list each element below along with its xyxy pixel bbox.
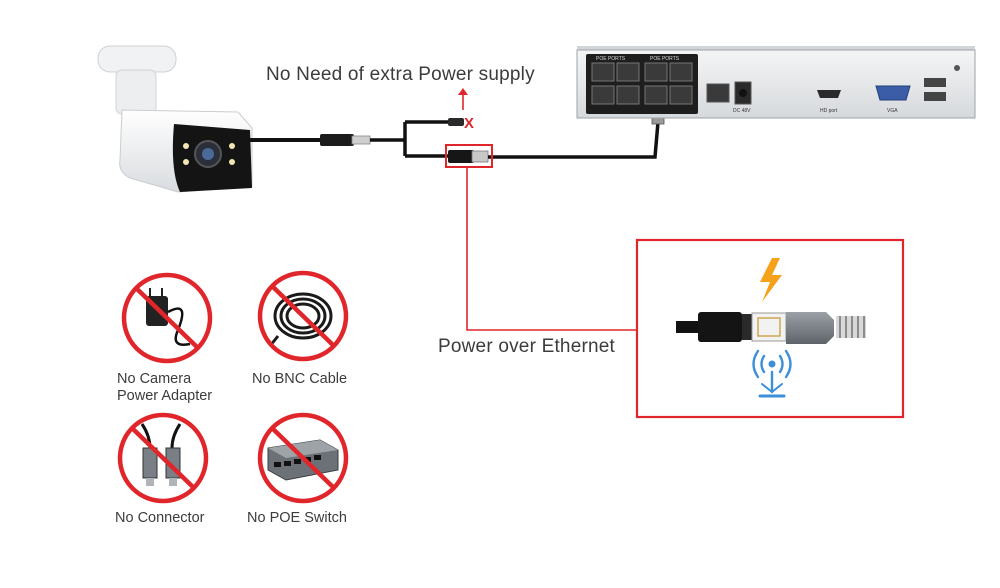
leader-line bbox=[466, 167, 637, 331]
arrow-up-icon bbox=[458, 88, 468, 95]
hdmi-label: HD port bbox=[820, 108, 838, 114]
poe-label: Power over Ethernet bbox=[438, 336, 615, 357]
cable-end bbox=[676, 321, 698, 333]
prohibited-label-bnc-cable: No BNC Cable bbox=[252, 371, 348, 387]
vga-port bbox=[875, 85, 911, 101]
nvr-recorder: POE PORTS POE PORTS DC 48V HD port VGA bbox=[576, 46, 976, 119]
dc-jack-icon bbox=[448, 118, 464, 126]
power-adapter-icon bbox=[121, 272, 213, 364]
cross-icon: X bbox=[464, 115, 474, 132]
dc-label: DC 48V bbox=[733, 108, 751, 114]
usb-port bbox=[924, 92, 946, 101]
hdmi-port bbox=[817, 90, 841, 98]
vga-label: VGA bbox=[887, 108, 898, 114]
rj45-jack-icon bbox=[751, 312, 787, 342]
prohibited-label-poe-switch: No POE Switch bbox=[247, 510, 347, 526]
bnc-connector-icon bbox=[117, 412, 209, 504]
cable-coil-icon bbox=[257, 270, 349, 362]
coupler-highlight bbox=[445, 144, 493, 168]
lan-port bbox=[706, 83, 730, 103]
poe-ports-label: POE PORTS bbox=[650, 56, 680, 62]
poe-port-group bbox=[591, 62, 693, 105]
usb-port bbox=[924, 78, 946, 87]
poe-ports-label: POE PORTS bbox=[596, 56, 626, 62]
prohibited-label-connector: No Connector bbox=[115, 510, 205, 526]
rj45-plug-icon bbox=[786, 312, 834, 344]
no-power-marker: X bbox=[458, 88, 474, 132]
poe-switch-icon bbox=[257, 412, 349, 504]
lightning-bolt-icon bbox=[760, 258, 782, 302]
top-note: No Need of extra Power supply bbox=[266, 64, 535, 85]
network-signal-icon bbox=[752, 349, 792, 398]
bullet-camera bbox=[97, 45, 253, 193]
poe-detail-panel bbox=[635, 238, 905, 419]
prohibited-label-adapter: No Camera Power Adapter bbox=[117, 371, 213, 404]
